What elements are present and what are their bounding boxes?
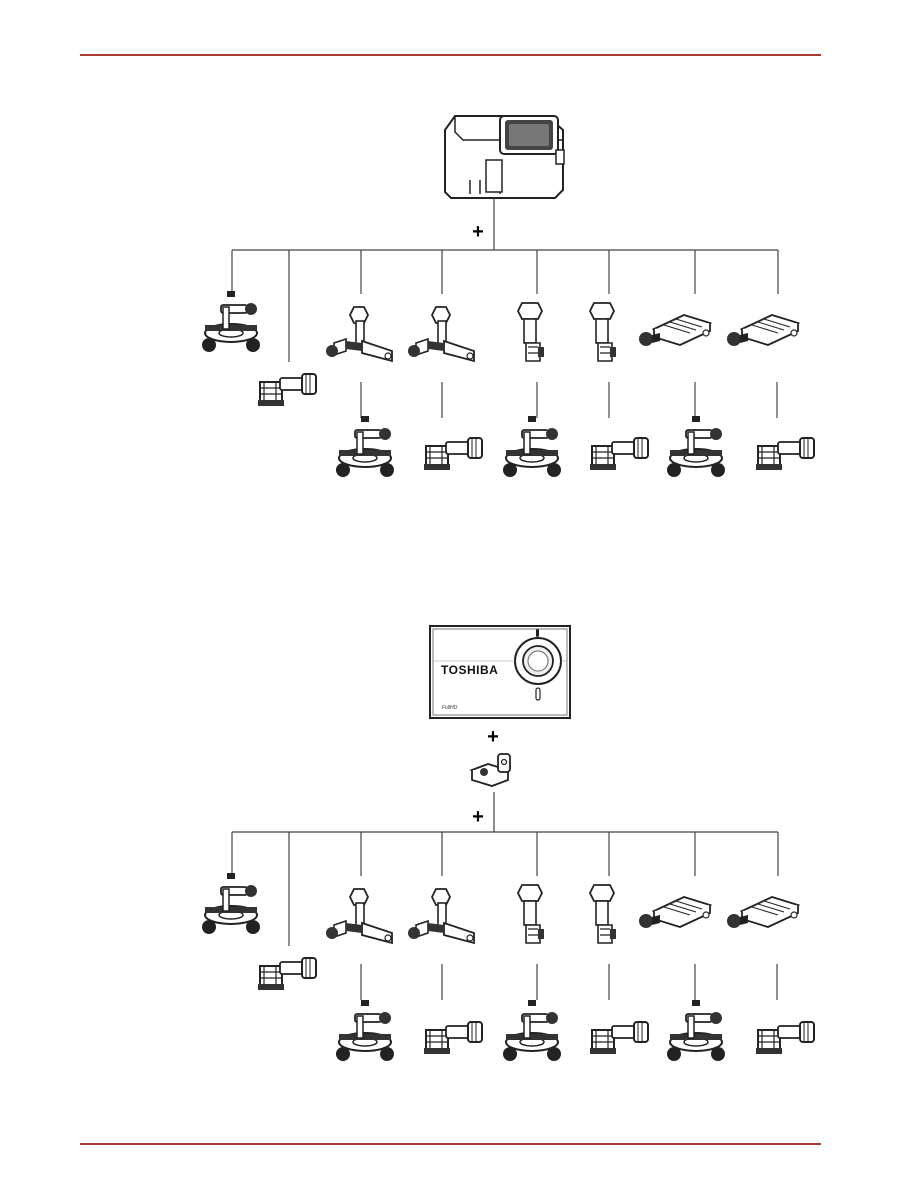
- handlebar-mount-icon: [336, 1000, 394, 1061]
- buckle-mount-icon: [590, 438, 648, 470]
- short-pivot-arm-icon: [518, 303, 544, 361]
- extension-arm-icon: [727, 315, 798, 346]
- extension-arm-icon: [727, 897, 798, 928]
- pivot-arm-icon: [326, 307, 392, 361]
- top-plus-sign: +: [472, 221, 484, 243]
- top-camera-housing: [445, 116, 564, 198]
- buckle-mount-icon: [424, 438, 482, 470]
- bottom-plus-sign-2: +: [472, 806, 484, 828]
- handlebar-mount-icon: [202, 873, 260, 934]
- handlebar-mount-icon: [202, 291, 260, 352]
- camera-small-label: FullHD: [442, 705, 458, 711]
- buckle-mount-icon: [756, 438, 814, 470]
- extension-arm-icon: [639, 897, 710, 928]
- pivot-arm-icon: [326, 889, 392, 943]
- pivot-arm-icon: [408, 889, 474, 943]
- short-pivot-arm-icon: [590, 303, 616, 361]
- extension-arm-icon: [639, 315, 710, 346]
- buckle-mount-icon: [258, 958, 316, 990]
- pivot-arm-icon: [408, 307, 474, 361]
- short-pivot-arm-icon: [518, 885, 544, 943]
- handlebar-mount-icon: [667, 1000, 725, 1061]
- handlebar-mount-icon: [503, 1000, 561, 1061]
- short-pivot-arm-icon: [590, 885, 616, 943]
- camera-brand-logo: TOSHIBA: [441, 663, 498, 677]
- handlebar-mount-icon: [667, 416, 725, 477]
- buckle-mount-icon: [590, 1022, 648, 1054]
- tripod-adapter-icon: [472, 754, 510, 786]
- buckle-mount-icon: [424, 1022, 482, 1054]
- buckle-mount-icon: [756, 1022, 814, 1054]
- buckle-mount-icon: [258, 374, 316, 406]
- bottom-plus-sign-1: +: [487, 726, 499, 748]
- handlebar-mount-icon: [503, 416, 561, 477]
- handlebar-mount-icon: [336, 416, 394, 477]
